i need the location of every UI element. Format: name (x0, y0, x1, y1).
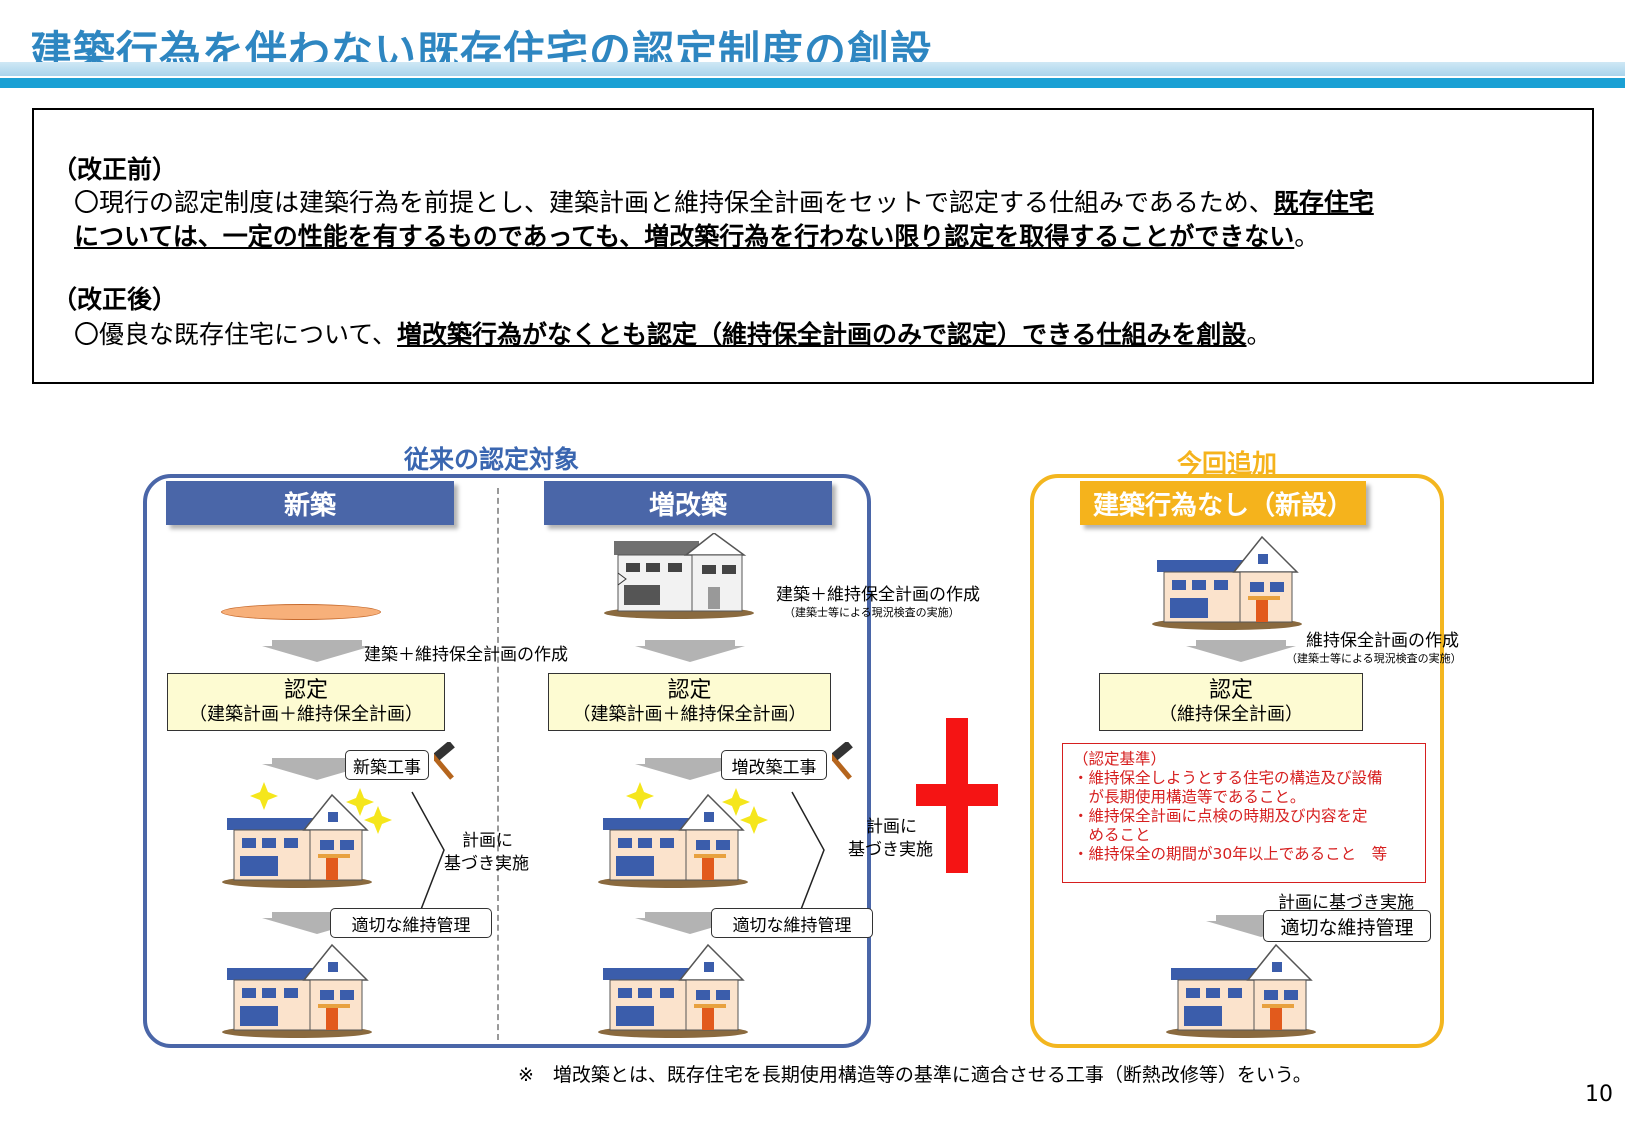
plus-horizontal (916, 784, 998, 806)
arrow-nobuild-1 (1186, 640, 1296, 662)
after-line: 〇優良な既存住宅について、増改築行為がなくとも認定（維持保全計画のみで認定）でき… (74, 315, 1272, 351)
no-build-cert-box: 認定 （維持保全計画） (1099, 673, 1363, 731)
no-build-exec: 計画に基づき実施 (1278, 893, 1414, 913)
no-build-plan-sub: （建築士等による現況検査の実施） (1286, 652, 1462, 665)
before-line-2-emphasis: については、一定の性能を有するものであっても、増改築行為を行わない限り認定を取得… (74, 222, 1295, 251)
criteria-line: めること (1073, 826, 1151, 844)
maintained-house-icon (598, 944, 749, 1039)
new-build-plan-text: 建築＋維持保全計画の作成 (364, 645, 568, 665)
footnote: ※ 増改築とは、既存住宅を長期使用構造等の基準に適合させる工事（断熱改修等）をい… (518, 1064, 1312, 1086)
maintained-house-icon (222, 944, 373, 1039)
arrow-reno-1 (635, 640, 745, 662)
renovation-cert-sub: （建築計画＋維持保全計画） (572, 704, 807, 725)
existing-house-icon (1152, 536, 1303, 631)
new-build-maintain-label: 適切な維持管理 (330, 908, 492, 938)
renovation-plan-sub: （建築士等による現況検査の実施） (784, 606, 960, 619)
title-band-light (0, 62, 1625, 76)
sparkle-icon (626, 782, 768, 834)
new-build-exec-2: 基づき実施 (444, 854, 529, 874)
vacant-lot (221, 604, 381, 620)
exec-bracket-new (411, 791, 445, 913)
after-line-end: 。 (1246, 320, 1272, 349)
after-heading: （改正後） (52, 285, 178, 314)
title-band-dark (0, 78, 1625, 88)
renovation-cert-title: 認定 (667, 678, 712, 703)
before-line-1-emphasis: 既存住宅 (1273, 188, 1374, 217)
before-line-2: については、一定の性能を有するものであっても、増改築行為を行わない限り認定を取得… (74, 217, 1319, 253)
new-build-header: 新築 (166, 481, 454, 525)
new-build-cert-sub: （建築計画＋維持保全計画） (189, 704, 423, 725)
renovation-cert-box: 認定 （建築計画＋維持保全計画） (548, 673, 831, 731)
criteria-line: （認定基準） (1073, 750, 1167, 768)
renovation-exec-2: 基づき実施 (848, 840, 933, 860)
old-house-icon (604, 533, 755, 620)
exec-bracket-reno (791, 791, 825, 913)
renovation-plan-text: 建築＋維持保全計画の作成 (776, 585, 980, 605)
maintained-house-icon (1166, 944, 1317, 1039)
existing-group-label: 従来の認定対象 (404, 445, 580, 474)
no-build-plan-text: 維持保全計画の作成 (1306, 631, 1459, 651)
renovation-maintain-label: 適切な維持管理 (711, 908, 873, 938)
page-number: 10 (1585, 1082, 1613, 1107)
existing-panel (143, 474, 871, 1048)
no-build-header: 建築行為なし（新設） (1080, 481, 1366, 525)
no-build-cert-title: 認定 (1208, 678, 1253, 703)
criteria-line: が長期使用構造等であること。 (1073, 788, 1306, 806)
new-panel (1030, 474, 1444, 1048)
after-line-text: 〇優良な既存住宅について、 (74, 320, 398, 349)
before-heading: （改正前） (52, 155, 178, 184)
criteria-line: ・維持保全の期間が30年以上であること 等 (1073, 845, 1388, 863)
hammer-icon (832, 742, 853, 780)
no-build-cert-sub: （維持保全計画） (1159, 704, 1303, 725)
renovation-exec-1: 計画に (866, 817, 917, 837)
column-divider (497, 488, 499, 1040)
criteria-line: ・維持保全しようとする住宅の構造及び設備 (1073, 769, 1383, 787)
new-build-work-label: 新築工事 (345, 750, 429, 780)
hammer-icon (434, 742, 455, 780)
new-build-exec-1: 計画に (462, 831, 513, 851)
summary-box: （改正前） 〇現行の認定制度は建築行為を前提とし、建築計画と維持保全計画をセット… (32, 108, 1594, 384)
renovation-header: 増改築 (544, 481, 832, 525)
before-line-1-text: 〇現行の認定制度は建築行為を前提とし、建築計画と維持保全計画をセットで認定する仕… (74, 188, 1274, 217)
certification-criteria: （認定基準） ・維持保全しようとする住宅の構造及び設備 が長期使用構造等であるこ… (1062, 743, 1426, 883)
sparkle-icon (250, 782, 392, 834)
renovation-work-label: 増改築工事 (721, 750, 827, 780)
after-line-emphasis: 増改築行為がなくとも認定（維持保全計画のみで認定）できる仕組みを創設 (397, 320, 1247, 349)
before-line-1: 〇現行の認定制度は建築行為を前提とし、建築計画と維持保全計画をセットで認定する仕… (74, 183, 1374, 219)
new-build-cert-title: 認定 (283, 678, 328, 703)
before-line-2-end: 。 (1294, 222, 1320, 251)
new-build-cert-box: 認定 （建築計画＋維持保全計画） (167, 673, 445, 731)
new-group-label: 今回追加 (1177, 449, 1278, 478)
no-build-maintain-label: 適切な維持管理 (1263, 910, 1431, 942)
criteria-line: ・維持保全計画に点検の時期及び内容を定 (1073, 807, 1368, 825)
